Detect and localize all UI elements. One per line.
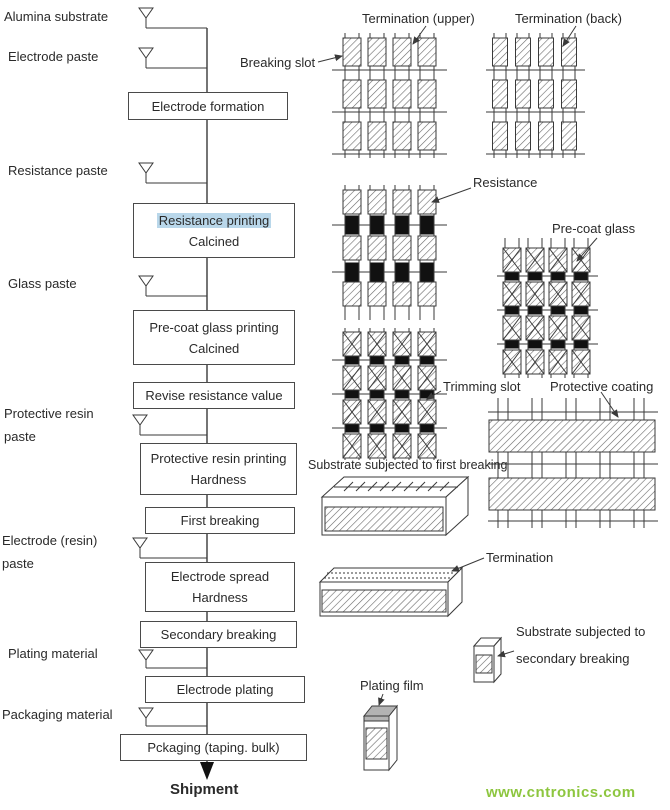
- step-label: Pckaging (taping. bulk): [147, 740, 280, 755]
- step-label: Revise resistance value: [145, 388, 283, 403]
- step-label: Electrode spread: [170, 569, 270, 584]
- material-label-glass-paste: Glass paste: [8, 276, 77, 291]
- step-label: Electrode plating: [176, 682, 274, 697]
- shipment-label: Shipment: [170, 781, 239, 798]
- termination-bar-3d: [318, 566, 464, 618]
- step-label: Secondary breaking: [160, 627, 277, 642]
- material-label-electrode-paste: Electrode paste: [8, 49, 99, 64]
- step-label: Calcined: [188, 233, 240, 249]
- material-label-line1: Protective resin: [4, 406, 94, 421]
- termination-upper-label: Termination (upper): [362, 11, 475, 26]
- breaking-slot-label: Breaking slot: [240, 55, 316, 70]
- material-label-line1: Electrode (resin): [2, 533, 98, 548]
- protective-coating-label: Protective coating: [550, 379, 654, 394]
- protective-coating-diagram: [488, 398, 658, 528]
- substrate-first-breaking-label: Substrate subjected to first breaking: [308, 458, 508, 472]
- step-first-breaking: First breaking: [145, 507, 295, 534]
- step-label: Pre-coat glass printing: [149, 319, 279, 335]
- step-label: Protective resin printing: [150, 451, 287, 466]
- step-packaging: Pckaging (taping. bulk): [120, 734, 307, 761]
- substrate-secondary-line2: secondary breaking: [516, 651, 630, 666]
- termination-label: Termination: [486, 550, 554, 565]
- step-resistance-printing: Resistance printing Calcined: [133, 203, 295, 258]
- plating-film-label: Plating film: [360, 678, 424, 693]
- step-label: Electrode formation: [151, 98, 265, 114]
- watermark: www.cntronics.com: [486, 784, 636, 801]
- termination-back-label: Termination (back): [515, 11, 622, 26]
- material-label-resistance-paste: Resistance paste: [8, 163, 108, 178]
- step-label: Calcined: [188, 340, 240, 356]
- substrate-secondary-breaking-label: Substrate subjected to secondary breakin…: [516, 624, 645, 666]
- material-label-electrode-resin-paste: Electrode (resin) paste: [2, 533, 97, 571]
- termination-back-pattern-diagram: [486, 33, 585, 158]
- annotation-arrows: [317, 25, 619, 706]
- termination-upper-pattern-diagram: [332, 33, 447, 158]
- pre-coat-glass-pattern-diagram: [497, 238, 598, 378]
- material-label-alumina-substrate: Alumina substrate: [4, 9, 109, 24]
- step-pre-coat-glass-printing: Pre-coat glass printing Calcined: [133, 310, 295, 365]
- step-electrode-spread: Electrode spread Hardness: [145, 562, 295, 612]
- material-label-protective-resin-paste: Protective resin paste: [4, 406, 94, 444]
- substrate-secondary-line1: Substrate subjected to: [516, 624, 646, 639]
- step-electrode-plating: Electrode plating: [145, 676, 305, 703]
- step-protective-resin-printing: Protective resin printing Hardness: [140, 443, 297, 495]
- material-label-packaging-material: Packaging material: [2, 707, 113, 722]
- secondary-breaking-chip-3d: [472, 636, 503, 684]
- trimming-slot-label: Trimming slot: [443, 379, 521, 394]
- first-breaking-substrate-3d: [320, 475, 470, 537]
- step-electrode-formation: Electrode formation: [128, 92, 288, 120]
- material-label-line2: paste: [4, 429, 36, 444]
- step-label: Hardness: [192, 590, 248, 605]
- material-label-plating-material: Plating material: [8, 646, 98, 661]
- step-label: Hardness: [190, 472, 247, 487]
- step-label: First breaking: [180, 513, 260, 528]
- resistance-printing-pattern-diagram: [332, 185, 447, 320]
- plating-film-chip-3d: [362, 704, 399, 772]
- pre-coat-glass-label: Pre-coat glass: [552, 221, 636, 236]
- step-secondary-breaking: Secondary breaking: [140, 621, 297, 648]
- material-label-line2: paste: [2, 556, 34, 571]
- resistance-label: Resistance: [473, 175, 538, 190]
- trimming-slot-pattern-diagram: [332, 328, 447, 460]
- step-revise-resistance-value: Revise resistance value: [133, 382, 295, 409]
- step-label-highlighted: Resistance printing: [156, 212, 272, 228]
